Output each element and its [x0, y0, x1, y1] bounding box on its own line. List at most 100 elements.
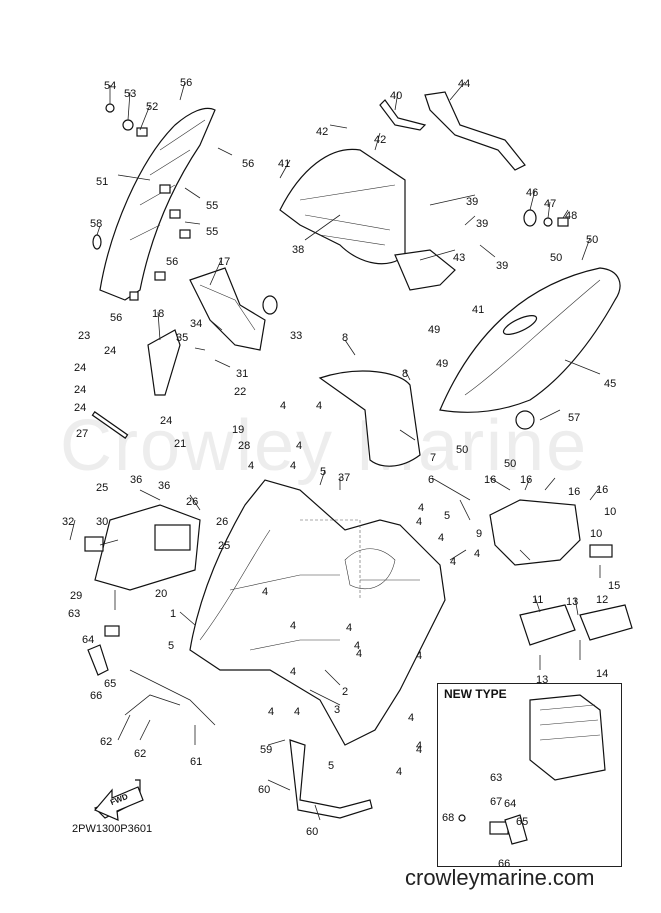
callout-number: 9	[476, 528, 483, 540]
callout-number: 53	[124, 88, 137, 100]
callout-number: 56	[110, 312, 123, 324]
callout-number: 64	[82, 634, 95, 646]
callout-number: 43	[453, 252, 466, 264]
callout-number: 61	[190, 756, 203, 768]
callout-number: 22	[234, 386, 247, 398]
callout-number: 49	[436, 358, 449, 370]
callout-number: 28	[238, 440, 251, 452]
callout-number: 4	[294, 706, 301, 718]
callout-number: 16	[484, 474, 497, 486]
callout-number: 4	[408, 712, 415, 724]
callout-number: 39	[466, 196, 479, 208]
callout-number: 40	[390, 90, 403, 102]
callout-number: 49	[428, 324, 441, 336]
callout-number: 2	[342, 686, 349, 698]
callout-number: 4	[296, 440, 303, 452]
callout-number: 24	[74, 402, 87, 414]
callout-number: 59	[260, 744, 273, 756]
callout-number: 4	[280, 400, 287, 412]
callout-number: 4	[290, 666, 297, 678]
callout-number: 52	[146, 101, 159, 113]
callout-number: 23	[78, 330, 91, 342]
callout-number: 4	[416, 650, 423, 662]
callout-number: 50	[504, 458, 517, 470]
callout-number: 27	[76, 428, 89, 440]
callout-number: 14	[596, 668, 609, 680]
callout-number: 16	[596, 484, 609, 496]
callout-number: 65	[104, 678, 117, 690]
callout-number: 4	[438, 532, 445, 544]
callout-number: 4	[396, 766, 403, 778]
callout-number: 36	[158, 480, 171, 492]
callout-number: 48	[565, 210, 578, 222]
callout-number: 51	[96, 176, 109, 188]
callout-number: 4	[416, 744, 423, 756]
callout-number: 63	[68, 608, 81, 620]
callout-number: 62	[134, 748, 147, 760]
callout-number: 45	[604, 378, 617, 390]
callout-number: 10	[590, 528, 603, 540]
callout-number: 68	[442, 812, 455, 824]
callout-number: 50	[550, 252, 563, 264]
callout-number: 4	[354, 640, 361, 652]
callout-number: 17	[218, 256, 231, 268]
callout-number: 19	[232, 424, 245, 436]
callout-number: 25	[96, 482, 109, 494]
callout-number: 44	[458, 78, 471, 90]
callout-number: 4	[416, 740, 423, 752]
callout-number: 31	[236, 368, 249, 380]
callout-number: 38	[292, 244, 305, 256]
callout-number: 56	[180, 77, 193, 89]
new-type-inset	[437, 683, 622, 867]
callout-number: 39	[496, 260, 509, 272]
callout-number: 35	[176, 332, 189, 344]
diagram-code: 2PW1300P3601	[72, 823, 153, 835]
callout-number: 62	[100, 736, 113, 748]
callout-number: 41	[472, 304, 485, 316]
callout-number: 3	[334, 704, 341, 716]
callout-number: 30	[96, 516, 109, 528]
callout-number: 21	[174, 438, 187, 450]
callout-number: 10	[604, 506, 617, 518]
fwd-arrow-icon	[93, 779, 144, 821]
leader-lines	[69, 81, 601, 821]
callout-number: 50	[586, 234, 599, 246]
callout-number: 4	[262, 586, 269, 598]
inner-cover-part-38	[279, 148, 456, 291]
callout-number: 25	[218, 540, 231, 552]
callout-number: 64	[504, 798, 517, 810]
callout-number: 13	[566, 596, 579, 608]
callout-number: 4	[248, 460, 255, 472]
front-cover-part-51	[99, 107, 216, 301]
callout-number: 66	[498, 858, 511, 870]
callout-number: 18	[152, 308, 165, 320]
callout-number: 5	[168, 640, 175, 652]
callout-number: 26	[186, 496, 199, 508]
callout-number: 5	[444, 510, 451, 522]
callout-number: 39	[476, 218, 489, 230]
callout-number: 32	[62, 516, 75, 528]
callout-number: 4	[290, 460, 297, 472]
callout-number: 56	[242, 158, 255, 170]
callout-number: 16	[520, 474, 533, 486]
callout-number: 8	[342, 332, 349, 344]
callout-number: 55	[206, 226, 219, 238]
callout-number: 24	[74, 384, 87, 396]
side-cover-part-45	[439, 267, 621, 430]
callout-number: 54	[104, 80, 117, 92]
callout-number: 24	[74, 362, 87, 374]
callout-number: 20	[155, 588, 168, 600]
callout-number: 42	[374, 134, 387, 146]
callout-number: 67	[490, 796, 503, 808]
callout-number: 4	[316, 400, 323, 412]
site-watermark: crowleymarine.com	[405, 865, 595, 890]
callout-number: 8	[402, 368, 409, 380]
callout-number: 36	[130, 474, 143, 486]
callout-number: 41	[278, 158, 291, 170]
callout-number: 11	[532, 594, 544, 606]
callout-number: 4	[416, 516, 423, 528]
callout-number: 4	[346, 622, 353, 634]
callout-number: 12	[596, 594, 609, 606]
